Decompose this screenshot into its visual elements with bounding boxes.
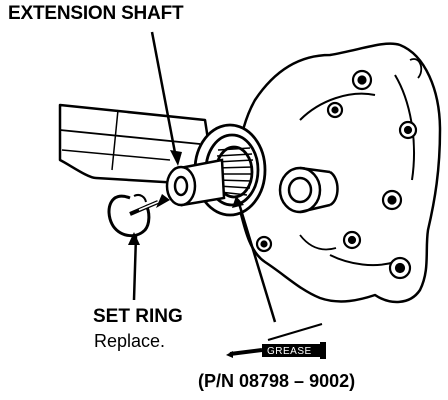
grease-tube-icon: GREASE [226,323,326,359]
leader-arrowheads [128,150,244,245]
extension-shaft-label: EXTENSION SHAFT [8,3,184,24]
housing-bolts [255,69,418,280]
set-ring [107,193,151,238]
shaft-stub [165,158,226,207]
splines [215,147,254,196]
replace-note: Replace. [94,331,166,351]
leader-lines [132,31,277,323]
part-number-label: (P/N 08798 – 9002) [198,371,356,391]
housing-boss [278,166,339,214]
grease-tube-label: GREASE [267,346,312,357]
install-arrow [129,194,170,216]
set-ring-label: SET RING [93,306,183,327]
